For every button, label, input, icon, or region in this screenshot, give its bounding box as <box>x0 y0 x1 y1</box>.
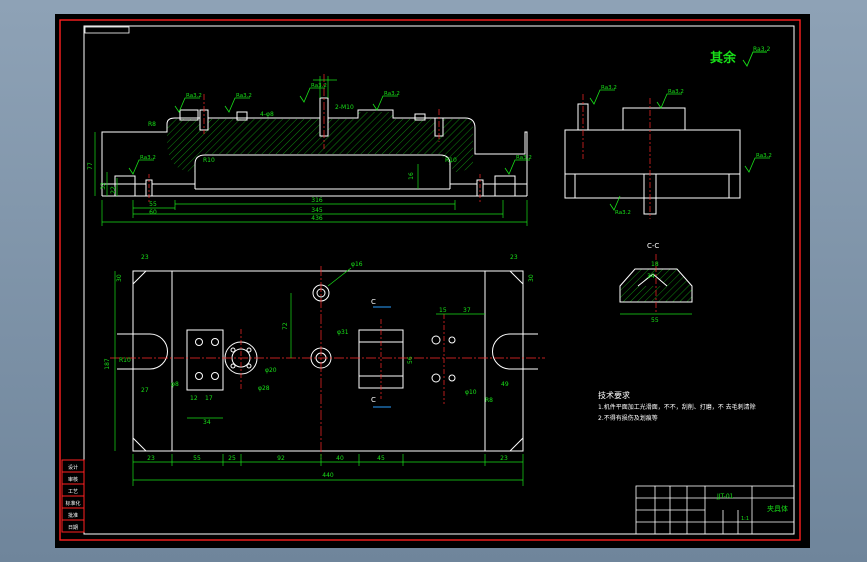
surplus-roughness: Ra3.2 <box>753 46 770 53</box>
front-holes: 4-φ8 <box>260 111 274 118</box>
sidebar-row-4: 标准化 <box>65 500 80 507</box>
front-dim-345: 345 <box>311 207 323 214</box>
title-block-code: JJT-01 <box>716 493 734 500</box>
front-dim-60: 60 <box>149 209 157 216</box>
plan-dim-d31: φ31 <box>337 329 349 336</box>
surplus-label: 其余 <box>710 50 737 66</box>
plan-dim-45: 45 <box>377 455 385 462</box>
plan-dim-40: 40 <box>336 455 344 462</box>
plan-dim-d16: φ16 <box>351 261 363 268</box>
side-ra-3: Ra3.2 <box>756 153 772 159</box>
binding-column: 设计 审核 工艺 标准化 批准 日期 <box>61 459 85 533</box>
plan-dim-30b: 30 <box>528 274 535 282</box>
plan-dim-55: 55 <box>193 455 201 462</box>
front-ra-3: Ra3.2 <box>311 83 327 89</box>
tech-line-1: 1.机件平面加工光滑面，不不，刮削、打磨，不 去毛刺清除 <box>598 403 756 411</box>
plan-dim-overall: 440 <box>322 472 334 479</box>
side-ra-4: Ra3.2 <box>615 210 631 216</box>
plan-dim-r8: R8 <box>485 397 493 404</box>
section-dim-34: 34 <box>647 273 655 280</box>
sidebar-row-2: 审核 <box>68 476 78 483</box>
sidebar-row-5: 批准 <box>68 512 78 519</box>
plan-dim-23d: 23 <box>510 254 518 261</box>
plan-dim-92: 92 <box>277 455 285 462</box>
plan-dim-d28: φ28 <box>258 385 270 392</box>
drawing-viewport[interactable]: 设计 审核 工艺 标准化 批准 日期 其余 Ra3.2 <box>55 14 810 548</box>
front-ra-6: Ra3.2 <box>516 155 532 161</box>
front-r10: R10 <box>203 157 215 164</box>
section-label: C-C <box>647 242 659 250</box>
front-view: 436 345 316 55 60 77 32 22 16 R8 R10 R10… <box>87 74 532 226</box>
plan-dim-12: 12 <box>190 395 198 402</box>
plan-dim-49: 49 <box>501 381 509 388</box>
side-ra-2: Ra3.2 <box>668 89 684 95</box>
roughness-symbol <box>742 51 767 67</box>
section-dim-55: 55 <box>651 317 659 324</box>
plan-dim-25: 25 <box>228 455 236 462</box>
sidebar-row-1: 设计 <box>68 464 78 471</box>
tech-line-2: 2.不得有损伤及划痕等 <box>598 414 658 422</box>
front-outline <box>101 109 528 184</box>
front-thread: 2-M10 <box>335 104 354 111</box>
plan-dim-23a: 23 <box>147 455 155 462</box>
plan-dim-d10: φ10 <box>465 389 477 396</box>
plan-view: C C 440 23 55 25 92 <box>104 254 545 486</box>
plan-dim-d8: φ8 <box>171 381 179 388</box>
front-dim-h32: 32 <box>100 182 107 190</box>
side-view: Ra3.2 Ra3.2 Ra3.2 Ra3.2 <box>564 85 772 219</box>
plan-dim-23b: 23 <box>500 455 508 462</box>
title-block-part-name: 夹具体 <box>767 504 788 513</box>
front-dim-316: 316 <box>311 197 323 204</box>
plan-dim-72: 72 <box>282 322 289 330</box>
tech-title: 技术要求 <box>598 390 630 400</box>
sidebar-row-6: 日期 <box>68 525 78 531</box>
section-arrow-bottom: C <box>371 396 376 404</box>
front-dim-h16: 16 <box>408 172 415 180</box>
sidebar-row-3: 工艺 <box>68 489 78 495</box>
front-ra-1: Ra3.2 <box>186 93 202 99</box>
front-ra-4: Ra3.2 <box>384 91 400 97</box>
plan-dim-30a: 30 <box>116 274 123 282</box>
front-ra-2: Ra3.2 <box>236 93 252 99</box>
front-inner-cavity <box>194 154 451 189</box>
side-ra-1: Ra3.2 <box>601 85 617 91</box>
front-dim-overall: 436 <box>311 215 323 222</box>
sheet-outer-frame <box>59 19 801 541</box>
title-block <box>635 485 795 535</box>
front-ra-5: Ra3.2 <box>140 155 156 161</box>
plan-dim-23c: 23 <box>141 254 149 261</box>
front-dim-h22: 22 <box>110 186 117 194</box>
plan-dim-17: 17 <box>205 395 213 402</box>
plan-dim-37: 37 <box>463 307 471 314</box>
front-r8: R8 <box>148 121 156 128</box>
front-section-hatch <box>167 112 473 172</box>
top-left-tab <box>84 26 130 34</box>
plan-dim-d20: φ20 <box>265 367 277 374</box>
front-roughness-marks <box>128 87 530 175</box>
plan-dim-56: 56 <box>407 356 414 364</box>
front-dim-55: 55 <box>149 201 157 208</box>
drawing-sheet: 设计 审核 工艺 标准化 批准 日期 其余 Ra3.2 <box>59 19 801 541</box>
section-arrow-top: C <box>371 298 376 306</box>
sheet-inner-frame <box>83 25 795 535</box>
plan-dim-34: 34 <box>203 419 211 426</box>
front-r10b: R10 <box>445 157 457 164</box>
title-block-scale: 1:1 <box>741 516 749 522</box>
section-dim-18: 18 <box>651 261 659 268</box>
plan-dim-15: 15 <box>439 307 447 314</box>
section-cc: C-C 18 34 55 <box>619 242 693 324</box>
plan-dim-27: 27 <box>141 387 149 394</box>
plan-dim-187: 187 <box>104 358 111 370</box>
front-dim-h77: 77 <box>87 162 94 170</box>
plan-dim-r10: R10 <box>119 357 131 364</box>
